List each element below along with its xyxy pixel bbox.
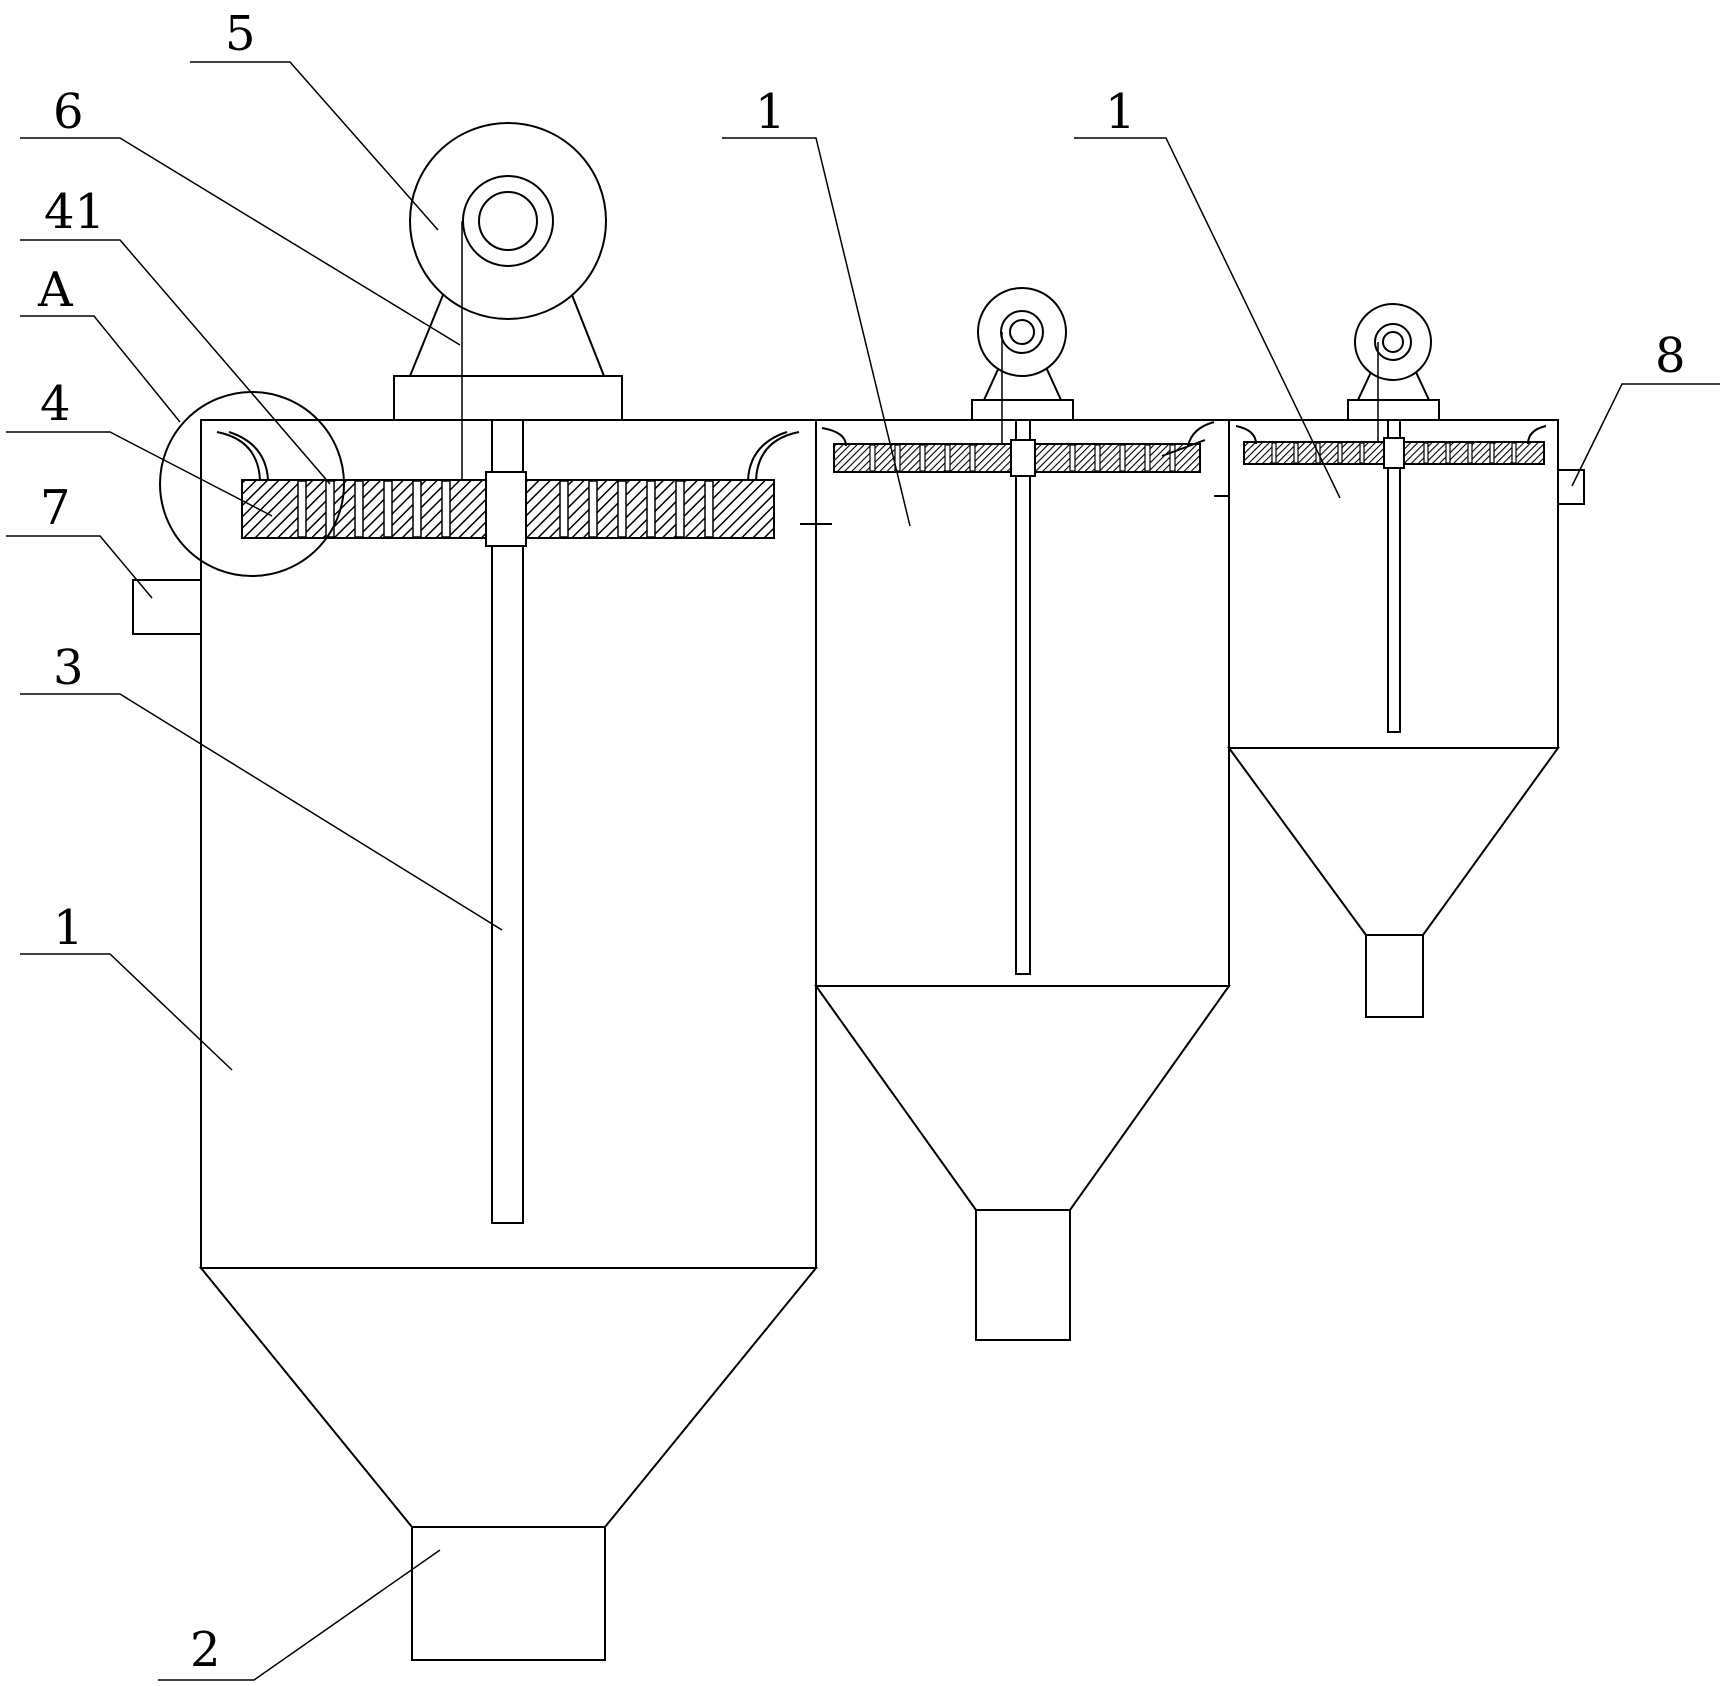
- large-shaft: [491, 419, 524, 1224]
- large-deflector-left: [216, 431, 261, 481]
- label-41: 41: [44, 184, 105, 240]
- cyclone-small: [1227, 303, 1585, 1018]
- leader-1-middle: [722, 137, 911, 527]
- label-8: 8: [1655, 328, 1686, 384]
- label-a: A: [37, 262, 74, 318]
- large-discharge-outlet: [411, 1526, 606, 1661]
- leader-6: [20, 137, 461, 346]
- middle-shaft: [1015, 419, 1031, 975]
- callout-labels: 5 6 41 A 4 7 3 1 1 1 8 2: [37, 6, 1686, 1678]
- label-1-middle: 1: [755, 84, 786, 140]
- middle-motor-base: [971, 399, 1074, 421]
- small-discharge-outlet: [1365, 934, 1424, 1018]
- large-filter-slots: [297, 480, 714, 538]
- label-7: 7: [40, 480, 71, 536]
- label-4: 4: [40, 376, 71, 432]
- large-motor-bracket: [409, 289, 446, 377]
- small-outlet-pipe: [1557, 469, 1585, 505]
- large-motor-shaft-end: [478, 191, 538, 251]
- leader-3: [20, 693, 503, 931]
- cyclone-large: [132, 122, 819, 1661]
- leader-41: [20, 239, 331, 485]
- small-shaft-hub: [1383, 437, 1405, 469]
- small-motor-base: [1347, 399, 1440, 421]
- leader-lines: [6, 61, 1720, 1681]
- leader-a: [20, 315, 181, 423]
- small-shaft: [1387, 419, 1401, 733]
- middle-shaft-hub: [1010, 439, 1036, 477]
- leader-1-right: [1074, 137, 1341, 499]
- label-5: 5: [225, 6, 256, 62]
- large-deflector-right: [755, 431, 800, 481]
- large-shaft-hub: [485, 471, 527, 547]
- middle-discharge-outlet: [975, 1209, 1071, 1341]
- label-6: 6: [53, 84, 84, 140]
- leader-2: [158, 1549, 441, 1681]
- label-1-left: 1: [53, 900, 84, 956]
- large-motor-base: [393, 375, 623, 421]
- leader-8: [1571, 383, 1720, 487]
- leader-7: [6, 535, 153, 599]
- leader-5: [190, 61, 439, 231]
- leader-4: [6, 431, 273, 517]
- label-2: 2: [190, 1622, 221, 1678]
- leader-1-left: [20, 953, 233, 1071]
- large-cone: [198, 1267, 819, 1528]
- detail-circle-a: [159, 391, 345, 577]
- cyclone-middle: [800, 287, 1246, 1341]
- label-3: 3: [53, 640, 84, 696]
- small-cone: [1227, 747, 1560, 936]
- label-1-right: 1: [1105, 84, 1136, 140]
- middle-cone: [814, 985, 1231, 1211]
